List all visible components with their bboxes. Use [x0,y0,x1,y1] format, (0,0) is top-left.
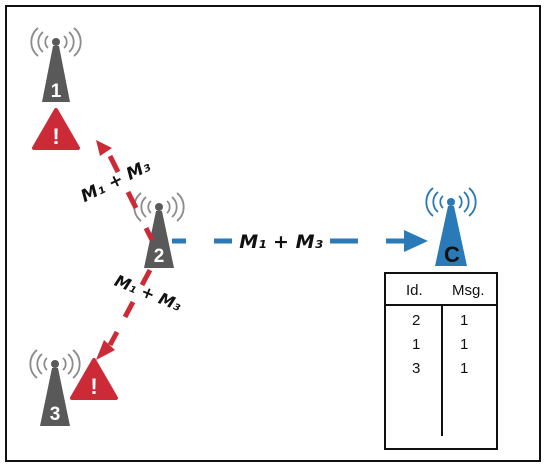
table-cell: 1 [460,360,469,377]
table-cell: 1 [460,312,469,329]
signal-icon [425,187,477,217]
svg-text:!: ! [90,374,97,399]
arrow-to-tower-3 [96,268,153,360]
table-column-divider [441,304,443,436]
table-header-msg: Msg. [452,282,485,299]
tower-3: 3 [29,349,81,426]
signal-icon [29,349,81,379]
tower-2: 2 [133,192,185,268]
table-cell: 2 [412,312,421,329]
tower-1-label: 1 [51,81,62,102]
table-cell: 1 [412,336,421,353]
table-cell: 3 [412,360,421,377]
tower-2-label: 2 [154,246,165,267]
tower-3-label: 3 [50,404,61,425]
arrow-to-coordinator [172,230,428,252]
coordinator-label: C [444,242,460,267]
alert-icon: ! [32,108,80,150]
message-to-coordinator: M₁ + M₃ [239,231,323,253]
coordinator-table: Id. Msg. 2 1 1 1 3 1 [384,272,498,450]
svg-text:!: ! [52,124,59,149]
tower-1: 1 [30,27,82,102]
alert-icon: ! [70,358,118,400]
coordinator-tower: C [425,187,477,267]
arrow-to-tower-1 [96,140,155,242]
signal-icon [30,27,82,57]
table-header-id: Id. [406,282,423,299]
table-cell: 1 [460,336,469,353]
